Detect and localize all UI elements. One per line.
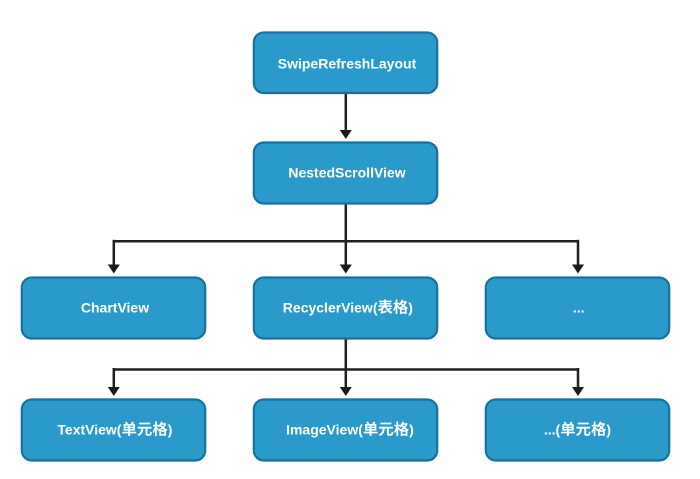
svg-text:): ) xyxy=(409,422,414,438)
svg-text:ImageView(: ImageView( xyxy=(286,422,363,438)
svg-text:TextView(: TextView( xyxy=(57,422,121,438)
svg-text:): ) xyxy=(606,422,611,438)
svg-text:): ) xyxy=(168,422,173,438)
svg-text:...: ... xyxy=(573,300,585,316)
svg-text:NestedScrollView: NestedScrollView xyxy=(288,165,405,181)
svg-text:): ) xyxy=(408,300,413,316)
svg-text:SwipeRefreshLayout: SwipeRefreshLayout xyxy=(278,55,417,71)
svg-text:ChartView: ChartView xyxy=(81,300,149,316)
svg-text:RecyclerView(: RecyclerView( xyxy=(283,300,378,316)
svg-text:...(: ...( xyxy=(544,422,561,438)
